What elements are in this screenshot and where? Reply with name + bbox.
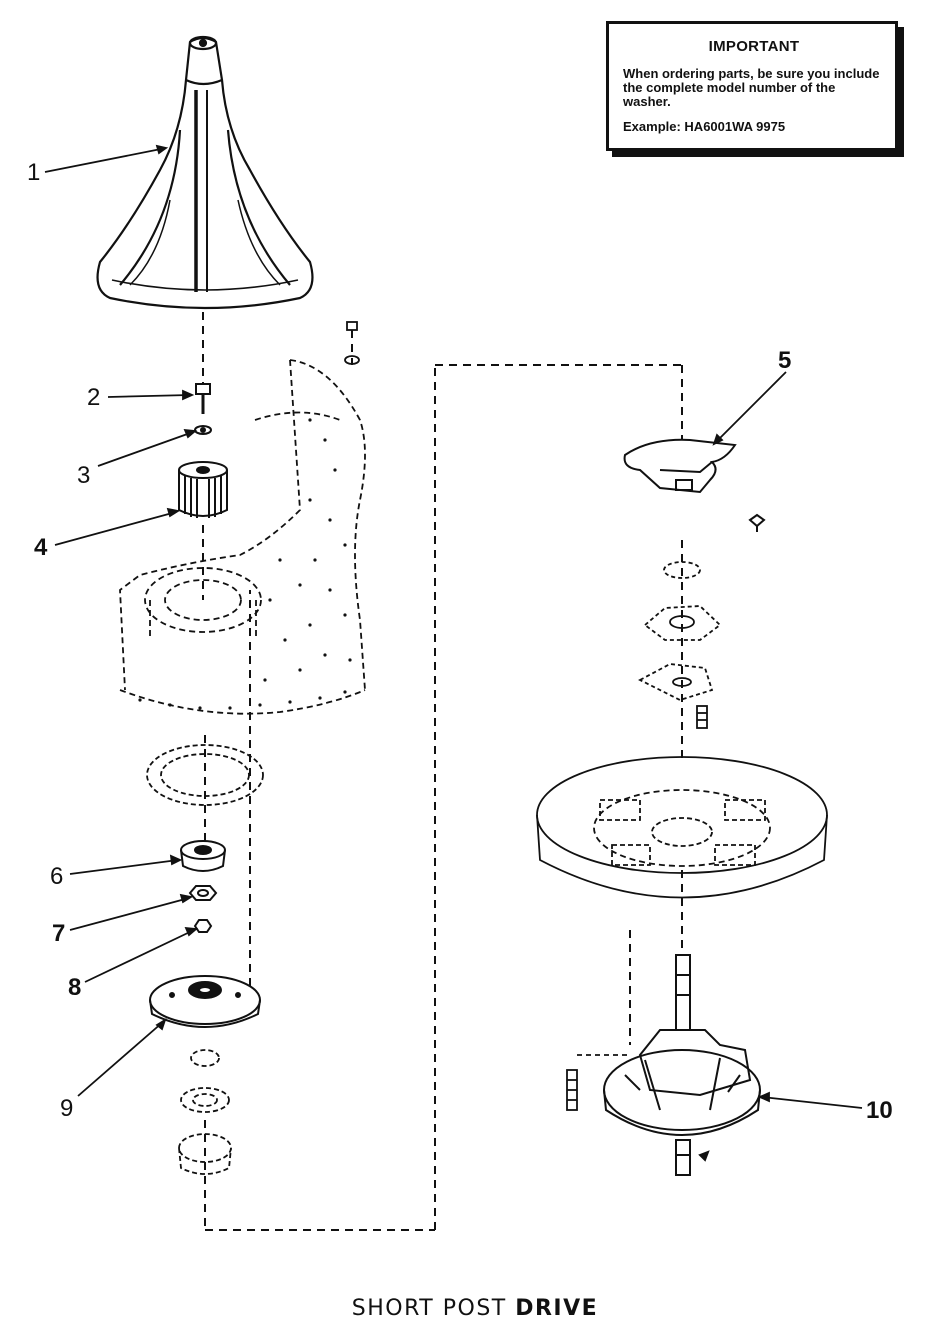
- diagram-title-bold: DRIVE: [515, 1296, 599, 1321]
- callout-numbers: 1 2 3 4 5 6 7 8 9 10: [27, 159, 893, 1124]
- leader-lines: [44, 144, 863, 1109]
- callout-1: 1: [27, 159, 40, 186]
- agitator-drawing: [96, 35, 314, 310]
- left-assembly-axis: [202, 312, 683, 1231]
- transmission-drawing: [603, 954, 761, 1176]
- callout-4: 4: [34, 534, 48, 561]
- callout-8: 8: [68, 974, 81, 1001]
- brake-bracket-drawing: [623, 438, 766, 532]
- lower-seal-stack-drawing: [178, 1049, 232, 1175]
- brake-stack-drawing: [638, 561, 722, 729]
- transmission-bolt-drawing: [566, 1054, 628, 1111]
- callout-2: 2: [87, 384, 100, 411]
- mounting-plate-drawing: [149, 975, 261, 1028]
- important-title: IMPORTANT: [708, 38, 800, 55]
- outer-tub-drawing: [119, 359, 366, 715]
- important-example: Example: HA6001WA 9975: [623, 119, 786, 134]
- callout-6: 6: [50, 863, 63, 890]
- important-notice: IMPORTANT When ordering parts, be sure y…: [606, 21, 898, 151]
- callout-5: 5: [778, 347, 791, 374]
- diagram-title-regular: SHORT POST: [351, 1296, 507, 1321]
- diagram-title: SHORT POST DRIVE: [0, 1296, 950, 1321]
- important-body: When ordering parts, be sure you include…: [623, 66, 880, 109]
- agitator-bolt-drawing: [194, 383, 212, 435]
- drive-bell-drawing: [178, 461, 228, 518]
- callout-9: 9: [60, 1095, 73, 1122]
- hub-stack-drawing: [180, 840, 226, 933]
- callout-3: 3: [77, 462, 90, 489]
- tub-screw-drawing: [344, 321, 360, 365]
- pulley-drawing: [536, 756, 828, 899]
- callout-7: 7: [52, 920, 65, 947]
- tub-perforations: [138, 418, 352, 710]
- tub-gasket-drawing: [146, 744, 264, 806]
- callout-10: 10: [866, 1097, 893, 1124]
